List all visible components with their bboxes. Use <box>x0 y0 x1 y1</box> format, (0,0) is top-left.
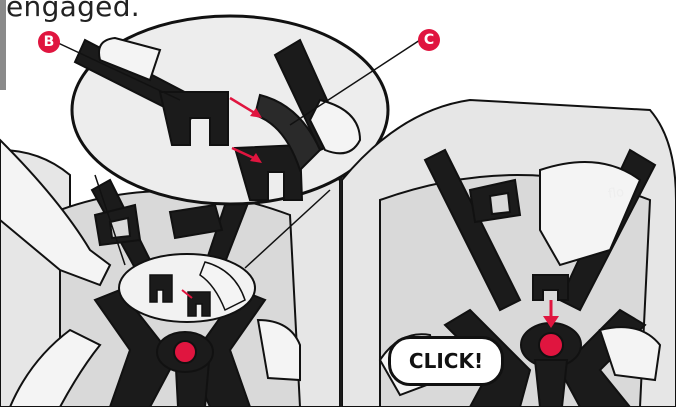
brand-label: flo <box>607 185 625 202</box>
panel-divider <box>340 178 342 407</box>
click-speech-bubble: CLICK! <box>388 336 504 386</box>
callout-b: B <box>38 31 60 53</box>
callout-c: C <box>418 29 440 51</box>
